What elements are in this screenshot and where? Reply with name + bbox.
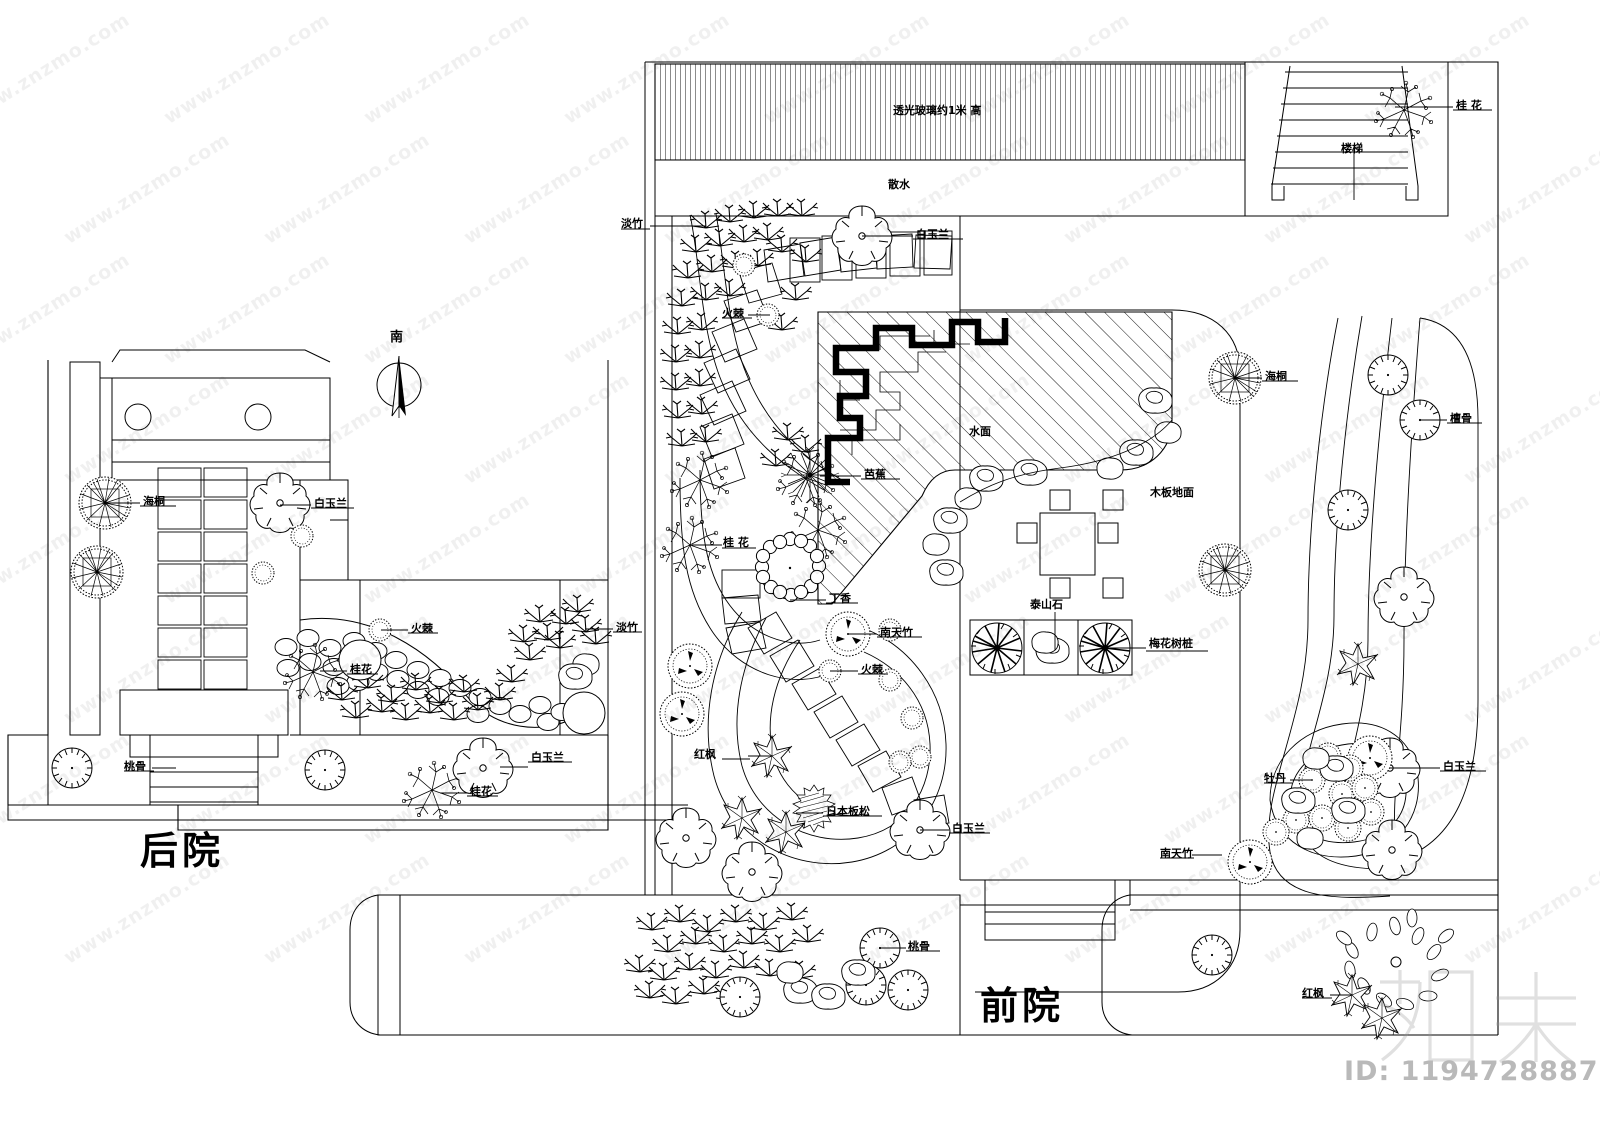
- annotation-bamboo-back: 淡竹: [616, 621, 638, 634]
- backyard-plan: [7, 349, 690, 831]
- annotation-nandina-center: 南天竹: [880, 626, 913, 639]
- annotation-wood-deck: 木板地面: [1150, 486, 1194, 499]
- compass-label: 南: [390, 330, 404, 345]
- backyard-title: 后院: [140, 829, 225, 873]
- backyard-trees: [51, 472, 606, 820]
- planter-row: [969, 619, 1133, 676]
- annotation-peony: 牡丹: [1264, 772, 1286, 785]
- annotation-magnolia-back: 白玉兰: [314, 497, 347, 510]
- annotation-water-surface: 水面: [969, 425, 991, 438]
- annotation-magnolia-east: 白玉兰: [1443, 760, 1476, 773]
- annotation-stair: 楼梯: [1341, 142, 1363, 155]
- annotation-maple-center: 红枫: [694, 748, 716, 761]
- annotation-osmanthus-stair: 桂 花: [1456, 99, 1482, 112]
- annotation-holly-east: 檀骨: [1450, 412, 1472, 425]
- annotation-plum-stump: 梅花树桩: [1149, 637, 1193, 650]
- central-garden-plants: [655, 198, 951, 902]
- east-garden-plants: [1191, 351, 1455, 1040]
- annotation-osmanthus-back2: 桂花: [470, 785, 492, 798]
- annotation-pittosporum-east: 海桐: [1265, 370, 1287, 383]
- annotation-japanese-pine: 日本板松: [826, 805, 870, 818]
- annotation-taishan-stone: 泰山石: [1030, 598, 1063, 611]
- watermark-logo: [1368, 962, 1583, 1072]
- annotation-holly-front: 桃骨: [908, 940, 930, 953]
- annotation-glass-wall: 透光玻璃约1米 高: [893, 104, 982, 117]
- annotation-pittosporum-back: 海桐: [143, 495, 165, 508]
- annotation-apron: 散水: [888, 178, 910, 191]
- annotation-bamboo-nw: 淡竹: [621, 217, 643, 230]
- annotation-maple-east: 红枫: [1302, 987, 1324, 1000]
- annotation-pyracantha-back: 火棘: [411, 622, 433, 635]
- annotation-nandina-east: 南天竹: [1160, 847, 1193, 860]
- annotation-lilac: 丁香: [829, 592, 851, 605]
- frontyard-title: 前院: [980, 984, 1065, 1028]
- annotation-pyracantha-nw: 火棘: [722, 307, 744, 320]
- annotation-magnolia-center: 白玉兰: [952, 822, 985, 835]
- annotation-osmanthus-back: 桂花: [350, 663, 372, 676]
- annotation-banana: 芭蕉: [864, 468, 886, 481]
- wood-deck-area: [1016, 489, 1124, 599]
- annotation-holly-back: 桃骨: [124, 760, 146, 773]
- annotation-magnolia-back2: 白玉兰: [531, 751, 564, 764]
- annotation-magnolia-n: 白玉兰: [916, 228, 949, 241]
- annotation-osmanthus-center: 桂 花: [723, 536, 749, 549]
- drawing-id-tag: ID: 1194728887: [1344, 1056, 1599, 1087]
- annotation-pyracantha-center: 火棘: [861, 663, 883, 676]
